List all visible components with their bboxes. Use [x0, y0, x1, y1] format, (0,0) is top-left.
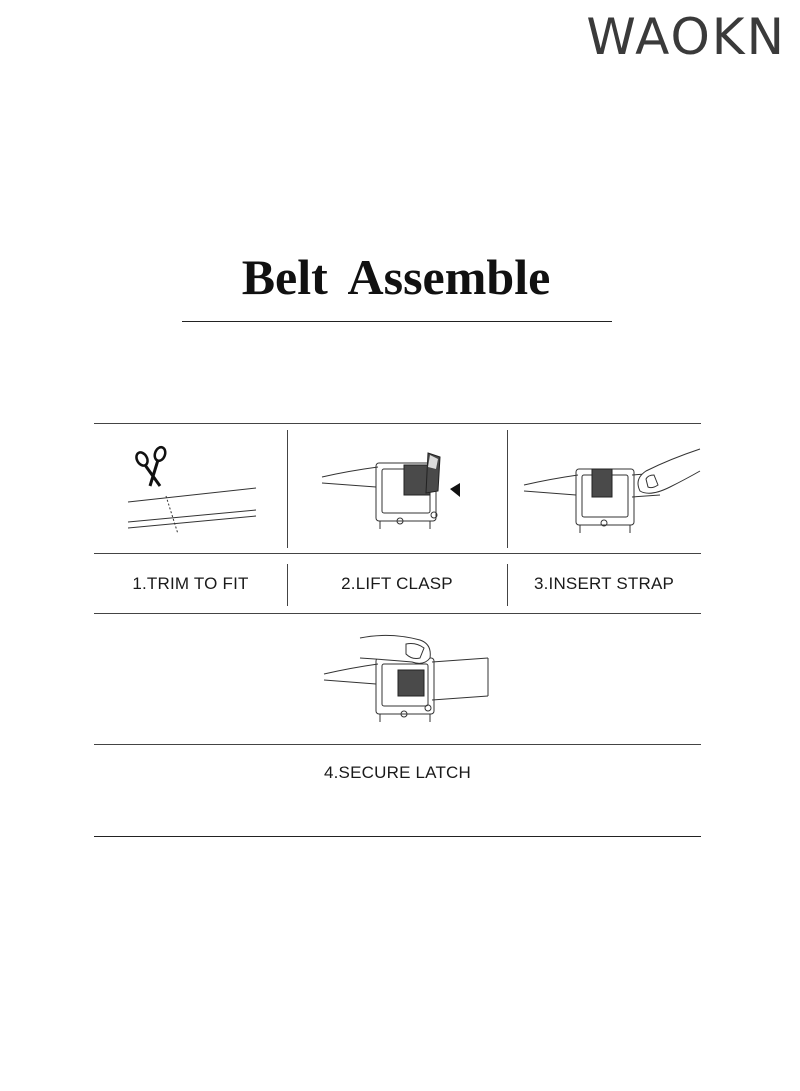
grid-bottom-rule [94, 836, 701, 837]
step-3-label: 3.INSERT STRAP [533, 574, 675, 593]
latch-press-icon [323, 634, 489, 722]
page-title: Belt Assemble [241, 249, 551, 305]
brand-logo: WAOKN [586, 8, 786, 66]
step-4-label: 4.SECURE LATCH [323, 763, 472, 782]
grid-top-rule [94, 423, 701, 424]
grid-divider-2 [507, 430, 508, 548]
step-2-label: 2.LIFT CLASP [341, 574, 453, 593]
step-1-label: 1.TRIM TO FIT [132, 574, 249, 593]
grid-row2-rule [94, 613, 701, 614]
grid-divider-1 [287, 430, 288, 548]
grid-row3-rule [94, 744, 701, 745]
buckle-lift-icon [321, 452, 460, 529]
strap-insert-icon [523, 448, 701, 533]
title-underline [182, 321, 612, 322]
label-divider-1 [287, 564, 288, 606]
label-divider-2 [507, 564, 508, 606]
scissors-icon [127, 445, 257, 535]
grid-row1-rule [94, 553, 701, 554]
